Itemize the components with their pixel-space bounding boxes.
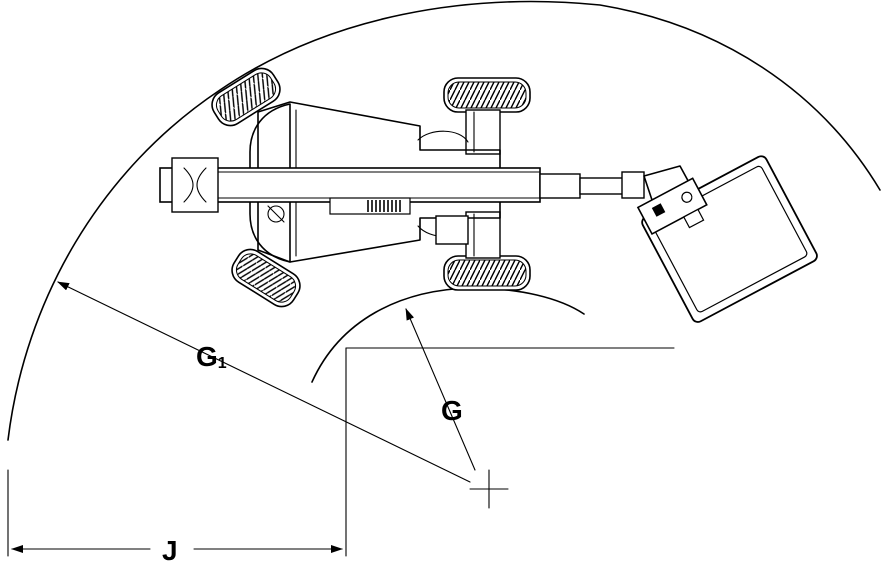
- work-platform: [636, 155, 818, 323]
- inner-radius-line: [405, 308, 476, 471]
- wheel-front-lower: [443, 255, 531, 291]
- inner-radius-label: G: [441, 395, 463, 426]
- wheel-front-upper: [443, 77, 531, 113]
- front-axle: [465, 109, 501, 259]
- wheel-rear-lower: [231, 248, 301, 308]
- width-label: J: [162, 535, 178, 564]
- machine-top-view: [159, 67, 818, 323]
- jib-boom: [539, 165, 693, 201]
- wheel-rear-upper: [211, 67, 281, 127]
- outer-radius-line: [57, 281, 471, 483]
- turning-center-crosshair: [469, 469, 509, 509]
- outer-turning-arc: [7, 0, 881, 441]
- inner-turning-arc: [311, 287, 585, 383]
- outer-radius-label: G1: [196, 341, 227, 372]
